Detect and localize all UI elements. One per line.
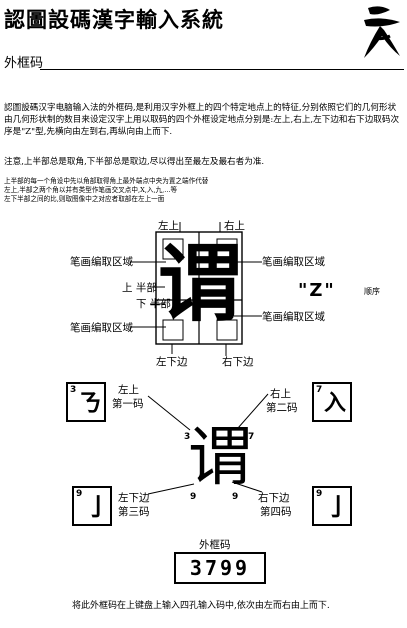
- digit-marker: 3: [184, 432, 191, 442]
- stroke-glyph: ㄋ: [78, 388, 102, 417]
- code-box-2: 7 入: [312, 382, 352, 422]
- note-line: 左下半部之间的比,则取图像中之对应者取部在左上一面: [4, 195, 165, 203]
- code-box-4: 9 亅: [312, 486, 352, 526]
- result-code: 3799: [174, 552, 266, 584]
- sample-character: 谓: [158, 234, 243, 333]
- code-order: 第三码: [118, 506, 150, 518]
- label-bottom-left: 左下边: [156, 356, 188, 368]
- code-lines: [147, 393, 269, 495]
- code-box-1: 3 ㄋ: [66, 382, 106, 422]
- paragraph-intro: 認圖設碼汉字电脑输入法的外框码,是利用汉字外框上的四个特定地点上的特征,分别依照…: [4, 103, 400, 137]
- label-order: 顺序: [364, 287, 380, 296]
- diagram-lines: [130, 222, 262, 356]
- divider: [40, 69, 404, 70]
- section-heading: 外框码: [4, 56, 44, 71]
- paragraph-note: 注意,上半部总是取角,下半部总是取边,尽以得出至最左及最右者为准.: [4, 157, 265, 167]
- logo: [360, 2, 404, 62]
- stroke-glyph: 亅: [326, 492, 350, 521]
- stroke-glyph: 入: [324, 390, 347, 416]
- code-label: 右下边: [258, 492, 290, 504]
- label-bottom-right: 右下边: [222, 356, 254, 368]
- label-stroke-region: 笔画编取区域: [262, 311, 325, 323]
- logo-icon: [364, 6, 400, 58]
- result-label: 外框码: [199, 539, 231, 551]
- code-box-3: 9 亅: [72, 486, 112, 526]
- digit-marker: 9: [190, 492, 197, 502]
- label-top-right: 右上: [224, 220, 245, 232]
- label-top-left: 左上: [158, 220, 179, 232]
- note-line: 左上,半部之两个角以并有类型作笔画交叉点中,X,入,九,...等: [4, 186, 178, 194]
- label-lower-half: 下 半部: [136, 298, 171, 310]
- label-stroke-region: 笔画编取区域: [70, 322, 133, 334]
- code-order: 第一码: [112, 398, 144, 410]
- diagram-regions: 谓 左上 右上 笔画编取区域 笔画编取区域 上 半部 下 半部 笔画编取区域 笔…: [0, 212, 407, 372]
- sample-character: 谓: [188, 421, 252, 495]
- code-label: 左下边: [118, 492, 150, 504]
- label-stroke-region: 笔画编取区域: [262, 256, 325, 268]
- diagram-codes: 3 ㄋ 左上 第一码 7 入 右上 第二码 3 7 谓 9 9 9 亅 左下边 …: [0, 376, 407, 526]
- page-title: 認圖設碼漢字輸入系統: [4, 7, 224, 32]
- code-order: 第四码: [260, 506, 292, 518]
- label-stroke-region: 笔画编取区域: [70, 256, 133, 268]
- code-label: 左上: [118, 384, 139, 396]
- footer-text: 将此外框码在上键盘上输入四孔输入码中,依次由左而右由上而下.: [72, 601, 330, 611]
- code-label: 右上: [270, 388, 291, 400]
- digit-marker: 9: [232, 492, 239, 502]
- stroke-glyph: 亅: [86, 492, 110, 521]
- label-upper-half: 上 半部: [122, 282, 157, 294]
- code-order: 第二码: [266, 402, 298, 414]
- z-order-mark: "Z": [298, 280, 336, 301]
- note-line: 上半部的每一个角设中先以角部取得角上最外端点中央为置之端作代替: [4, 177, 209, 185]
- digit-marker: 7: [248, 432, 255, 442]
